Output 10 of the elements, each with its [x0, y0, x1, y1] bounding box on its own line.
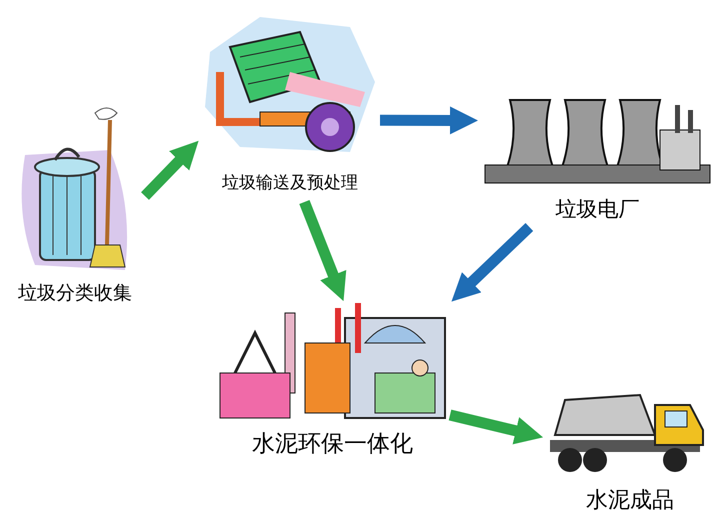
arrow	[299, 200, 346, 302]
arrow	[451, 223, 534, 302]
node-label: 垃圾电厂	[556, 196, 640, 223]
node-label: 水泥环保一体化	[252, 430, 413, 459]
node-label: 水泥成品	[586, 487, 674, 515]
node-label: 垃圾分类收集	[18, 281, 132, 306]
node-label: 垃圾输送及预处理	[222, 172, 358, 195]
arrow	[448, 410, 544, 444]
arrow	[141, 140, 199, 200]
arrow	[380, 106, 478, 134]
